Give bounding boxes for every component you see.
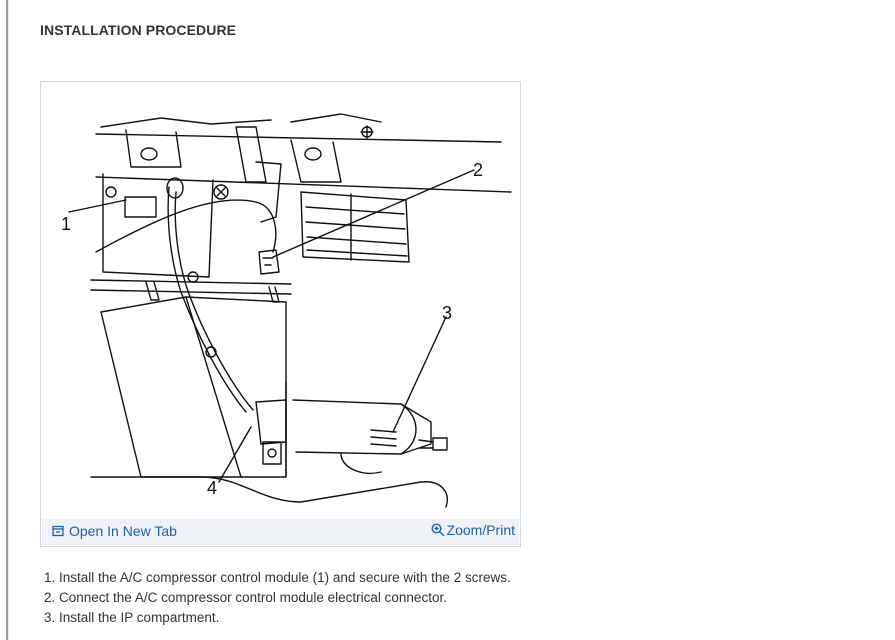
callout-2: 2: [473, 160, 483, 180]
callout-4: 4: [207, 478, 217, 498]
zoom-in-icon: [431, 523, 445, 537]
open-in-new-tab-label: Open In New Tab: [69, 523, 177, 539]
zoom-print-label: Zoom/Print: [446, 522, 515, 538]
step-item: 3. Install the IP compartment.: [44, 610, 220, 625]
section-heading: INSTALLATION PROCEDURE: [40, 22, 237, 38]
installation-illustration: 1 2 3 4: [61, 113, 512, 508]
callout-1: 1: [61, 214, 71, 234]
figure-container: 1 2 3 4 Open In New Tab: [40, 81, 521, 547]
procedure-steps: 1. Install the A/C compressor control mo…: [44, 568, 511, 628]
new-tab-icon: [52, 525, 64, 537]
left-border: [0, 0, 9, 640]
step-item: 2. Connect the A/C compressor control mo…: [44, 590, 447, 605]
figure-footer: Open In New Tab Zoom/Print: [42, 519, 519, 545]
open-in-new-tab-link[interactable]: Open In New Tab: [52, 523, 177, 539]
step-item: 1. Install the A/C compressor control mo…: [44, 570, 511, 585]
callout-3: 3: [442, 303, 452, 323]
zoom-print-link[interactable]: Zoom/Print: [431, 522, 515, 538]
